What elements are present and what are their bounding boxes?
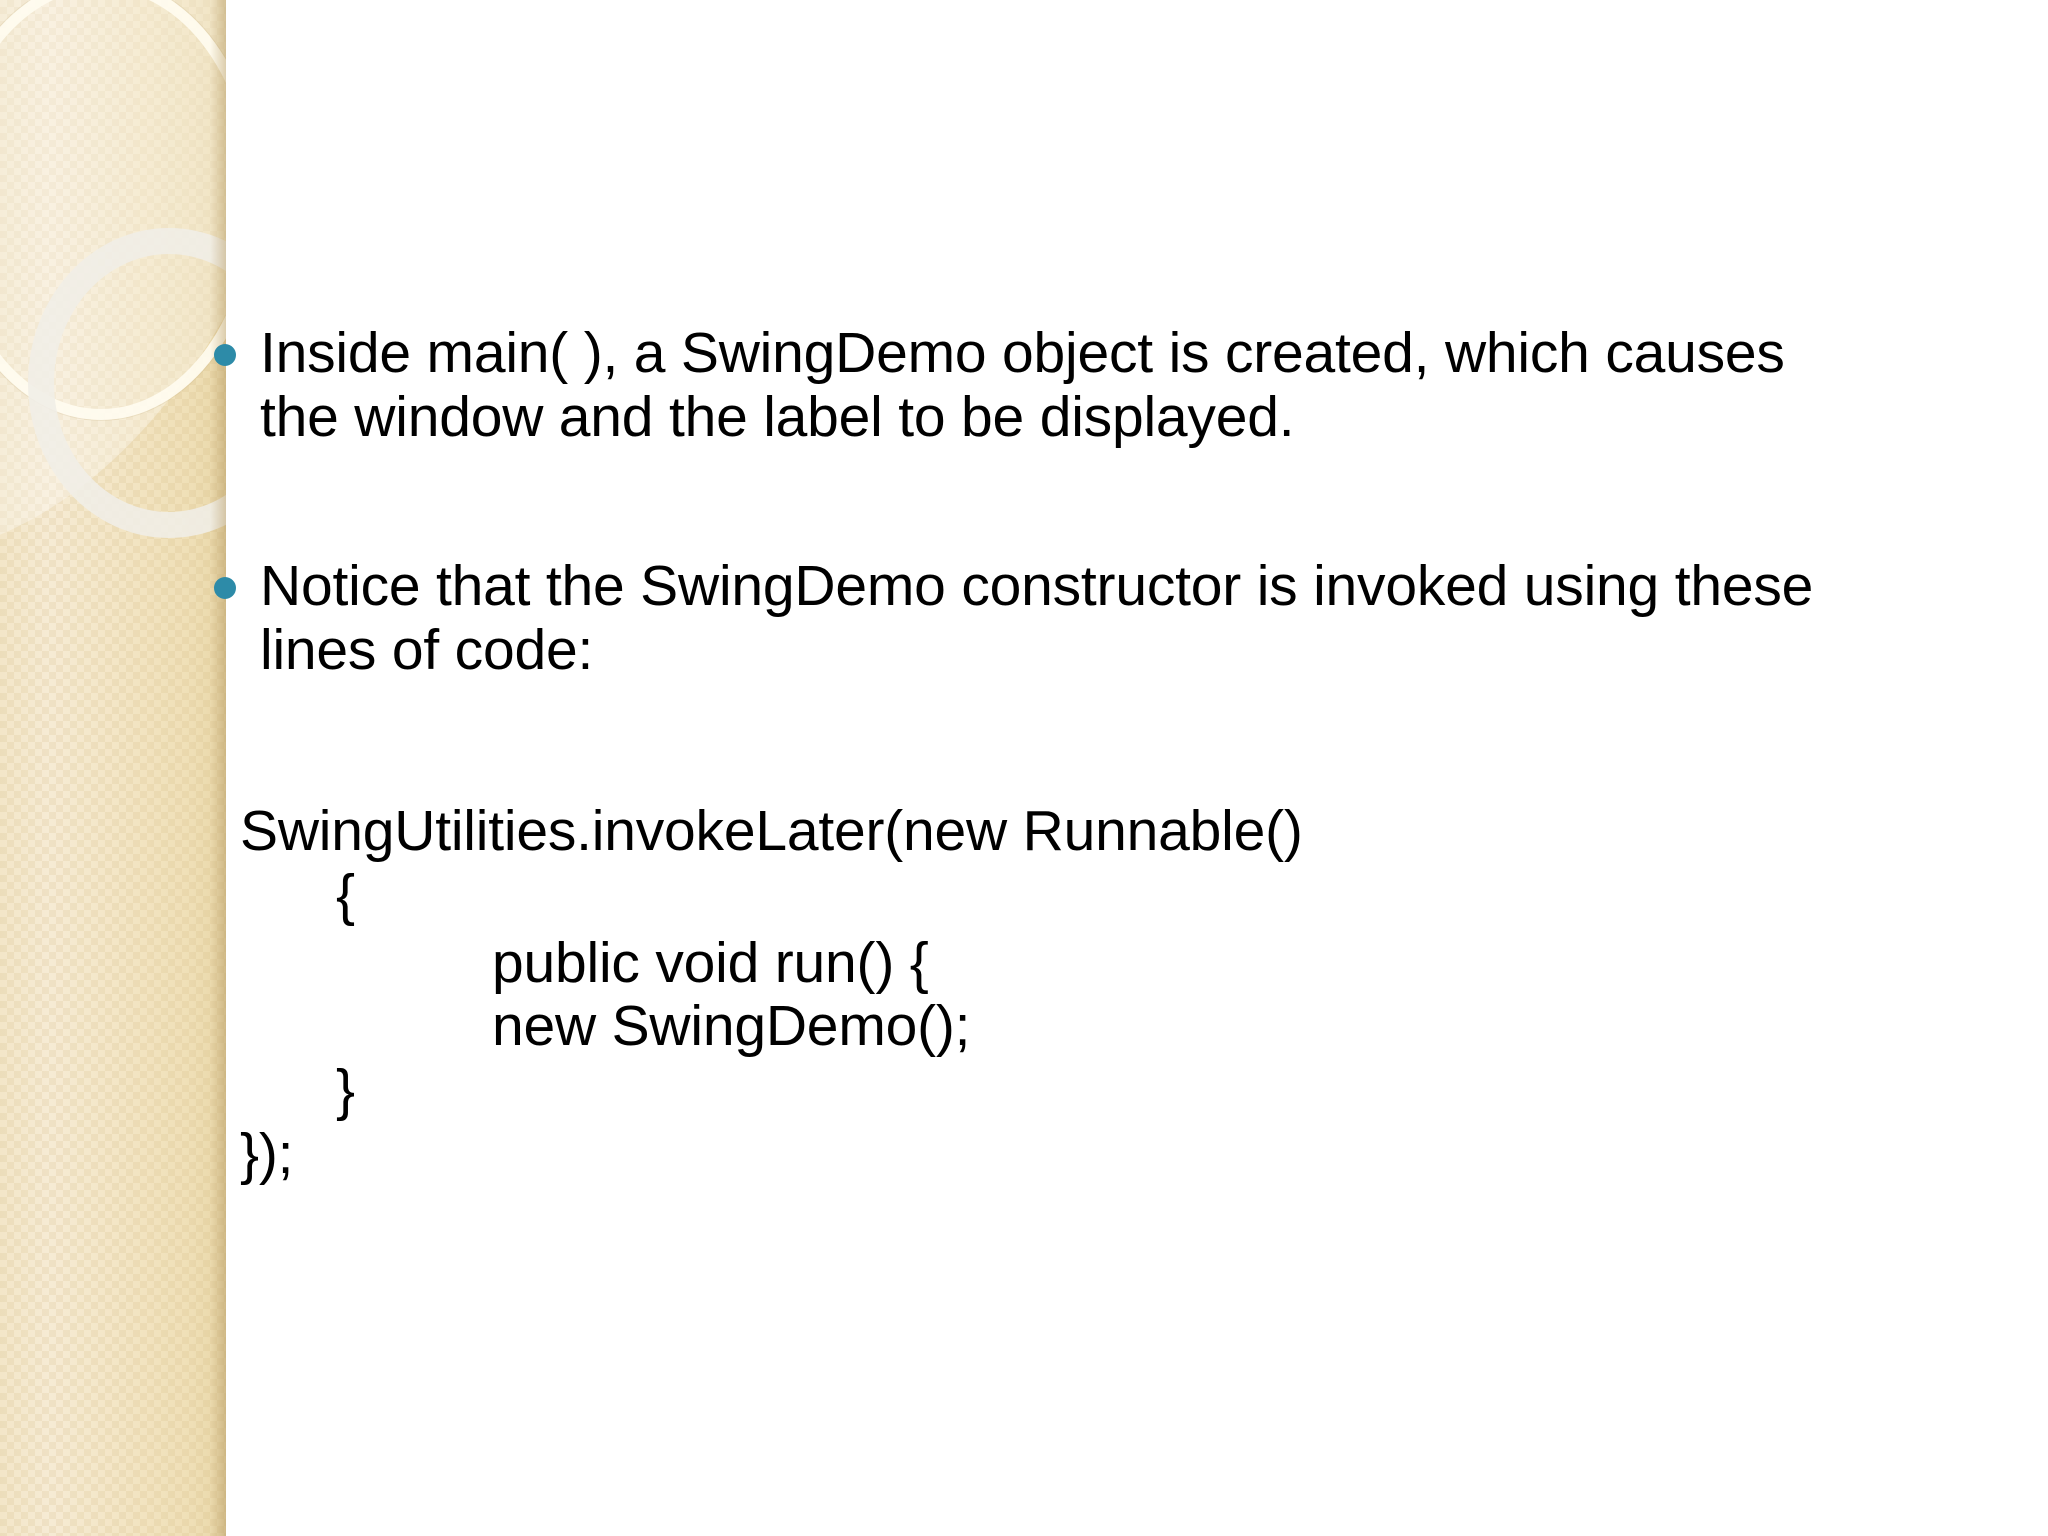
bullet-text-1: Inside main( ), a SwingDemo object is cr… [260, 321, 1785, 449]
sidebar-edge-shadow [210, 0, 226, 1536]
bullet-dot-icon [214, 577, 236, 599]
code-line: public void run() { [492, 930, 929, 995]
code-line: { [336, 862, 355, 927]
code-line: } [336, 1058, 355, 1123]
bullet-item-1: Inside main( ), a SwingDemo object is cr… [214, 321, 1854, 450]
decorative-sidebar [0, 0, 226, 1536]
code-snippet: SwingUtilities.invokeLater(new Runnable(… [240, 799, 1303, 1187]
bullet-text-2: Notice that the SwingDemo constructor is… [260, 554, 1814, 682]
code-line: }); [240, 1122, 294, 1187]
code-line: new SwingDemo(); [492, 994, 971, 1059]
code-line: SwingUtilities.invokeLater(new Runnable(… [240, 799, 1303, 863]
slide-content: Inside main( ), a SwingDemo object is cr… [214, 0, 2048, 1536]
bullet-item-2: Notice that the SwingDemo constructor is… [214, 554, 1854, 683]
bullet-dot-icon [214, 344, 236, 366]
